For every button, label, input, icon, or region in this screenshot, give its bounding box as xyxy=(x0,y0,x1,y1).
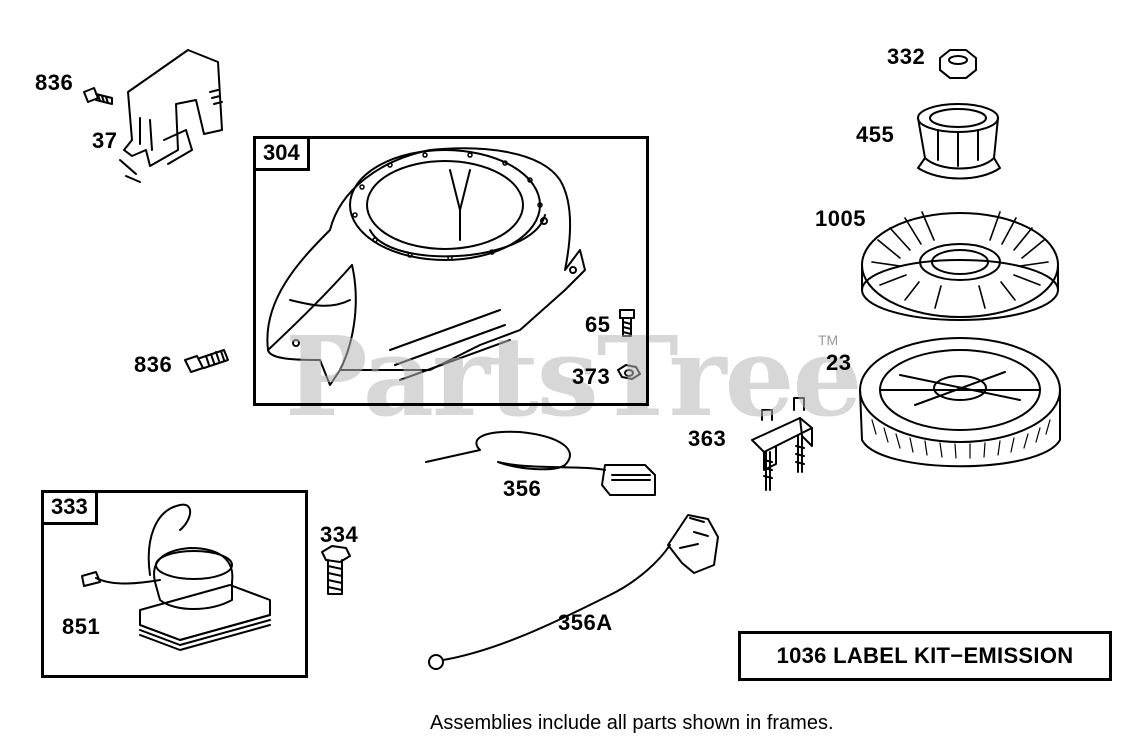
callout-332[interactable]: 332 xyxy=(887,44,926,69)
callout-455[interactable]: 455 xyxy=(856,122,895,147)
nut-332[interactable] xyxy=(939,49,977,79)
frame-blower-housing: 304 xyxy=(253,136,649,406)
callout-1005[interactable]: 1005 xyxy=(815,206,866,231)
frame-tag-304: 304 xyxy=(256,139,310,171)
label-kit-emission[interactable]: 1036 LABEL KIT−EMISSION xyxy=(738,631,1112,681)
ground-wire-356a[interactable] xyxy=(428,514,719,670)
callout-23[interactable]: 23 xyxy=(826,350,852,375)
callout-363[interactable]: 363 xyxy=(688,426,727,451)
callout-334[interactable]: 334 xyxy=(320,522,359,547)
cup-455[interactable] xyxy=(917,103,1001,180)
air-guide-37[interactable] xyxy=(119,49,223,183)
screw-836-top[interactable] xyxy=(83,87,113,105)
armature-333[interactable] xyxy=(81,503,271,651)
flywheel-23[interactable] xyxy=(859,337,1061,468)
callout-373[interactable]: 373 xyxy=(572,364,611,389)
screw-334[interactable] xyxy=(321,545,351,595)
fan-1005[interactable] xyxy=(861,211,1059,321)
frame-tag-333: 333 xyxy=(44,493,98,525)
callout-356[interactable]: 356 xyxy=(503,476,542,501)
nut-373[interactable] xyxy=(617,364,641,380)
callout-37[interactable]: 37 xyxy=(92,128,118,153)
callout-836-screw[interactable]: 836 xyxy=(35,70,74,95)
bolt-836[interactable] xyxy=(184,349,229,373)
blower-housing-304[interactable] xyxy=(266,147,586,386)
callout-836-bolt[interactable]: 836 xyxy=(134,352,173,377)
callout-65[interactable]: 65 xyxy=(585,312,611,337)
callout-851[interactable]: 851 xyxy=(62,614,101,639)
watermark-trademark: TM xyxy=(818,332,839,348)
footer-note: Assemblies include all parts shown in fr… xyxy=(430,712,834,734)
bracket-363[interactable] xyxy=(751,397,813,491)
wire-356[interactable] xyxy=(425,430,656,496)
callout-356a[interactable]: 356A xyxy=(558,610,613,635)
watermark: PartsTree xyxy=(285,312,863,441)
screw-65[interactable] xyxy=(619,309,635,337)
frame-armature: 333 xyxy=(41,490,308,678)
